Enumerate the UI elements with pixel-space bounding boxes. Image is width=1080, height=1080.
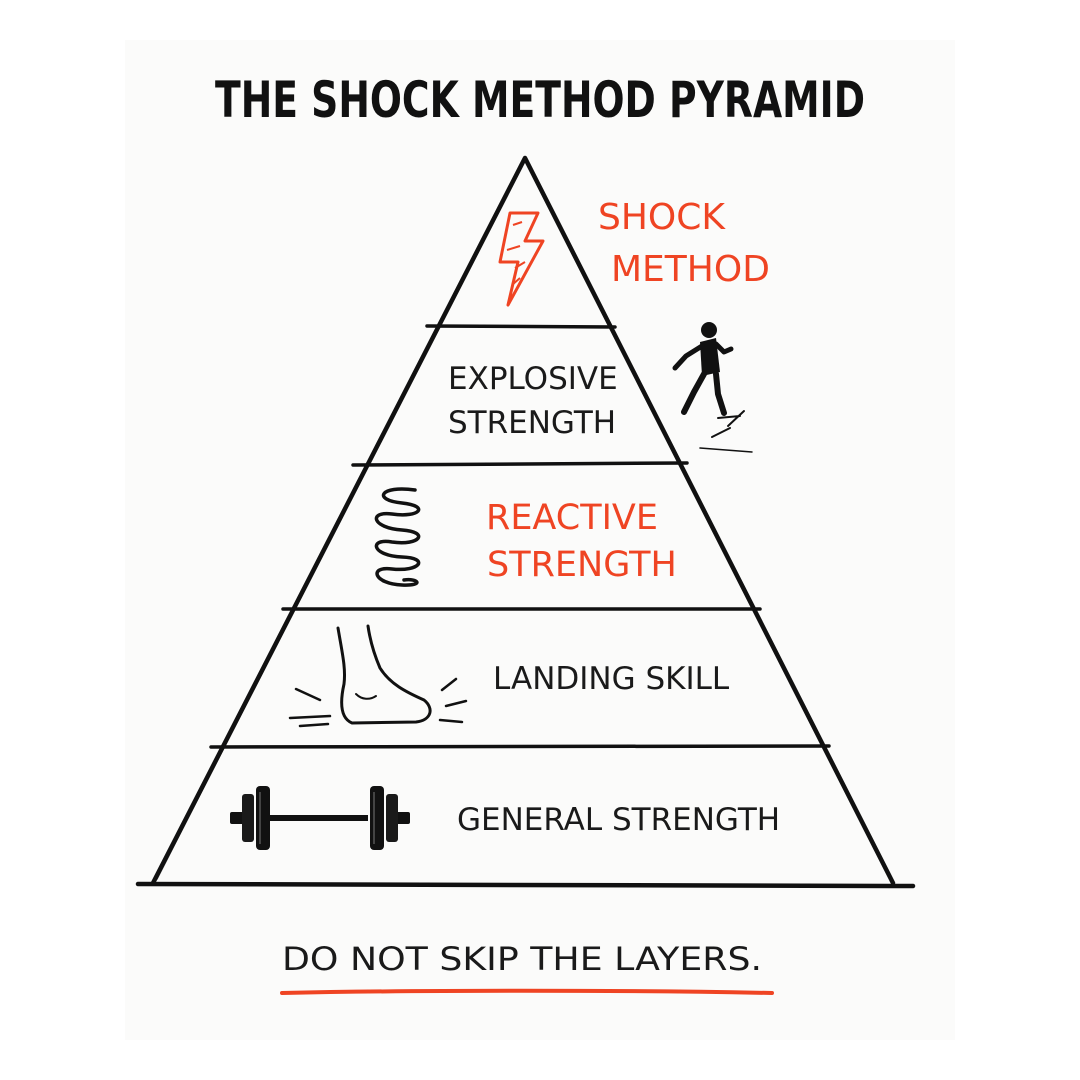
divider-1 (425, 324, 617, 329)
barbell-icon (230, 786, 410, 850)
level-3-label-line1: REACTIVE (486, 498, 658, 538)
level-shock-method: SHOCK METHOD (498, 197, 770, 307)
footer-note: DO NOT SKIP THE LAYERS. (282, 940, 762, 978)
divider-2 (351, 461, 689, 467)
level-2-label-line2: STRENGTH (448, 405, 616, 441)
level-1-label-line2: METHOD (611, 249, 770, 290)
footer-underline (280, 988, 774, 995)
pyramid-outline (135, 155, 916, 889)
foot-landing-icon (288, 624, 468, 728)
paper-background (125, 40, 955, 1040)
level-reactive-strength: REACTIVE STRENGTH (374, 487, 677, 587)
level-explosive-strength: EXPLOSIVE STRENGTH (448, 322, 753, 453)
level-4-label: LANDING SKILL (493, 661, 730, 697)
divider-4 (209, 744, 831, 749)
level-1-label-line1: SHOCK (598, 197, 726, 238)
level-2-label-line1: EXPLOSIVE (448, 361, 618, 397)
sprinter-icon (672, 322, 753, 453)
level-landing-skill: LANDING SKILL (288, 624, 730, 728)
layer-dividers (209, 324, 831, 749)
spring-icon (374, 487, 421, 587)
page-title: THE SHOCK METHOD PYRAMID (215, 71, 865, 129)
lightning-icon (498, 211, 545, 307)
level-general-strength: GENERAL STRENGTH (230, 786, 780, 850)
level-3-label-line2: STRENGTH (487, 545, 677, 585)
level-5-label: GENERAL STRENGTH (457, 802, 780, 838)
